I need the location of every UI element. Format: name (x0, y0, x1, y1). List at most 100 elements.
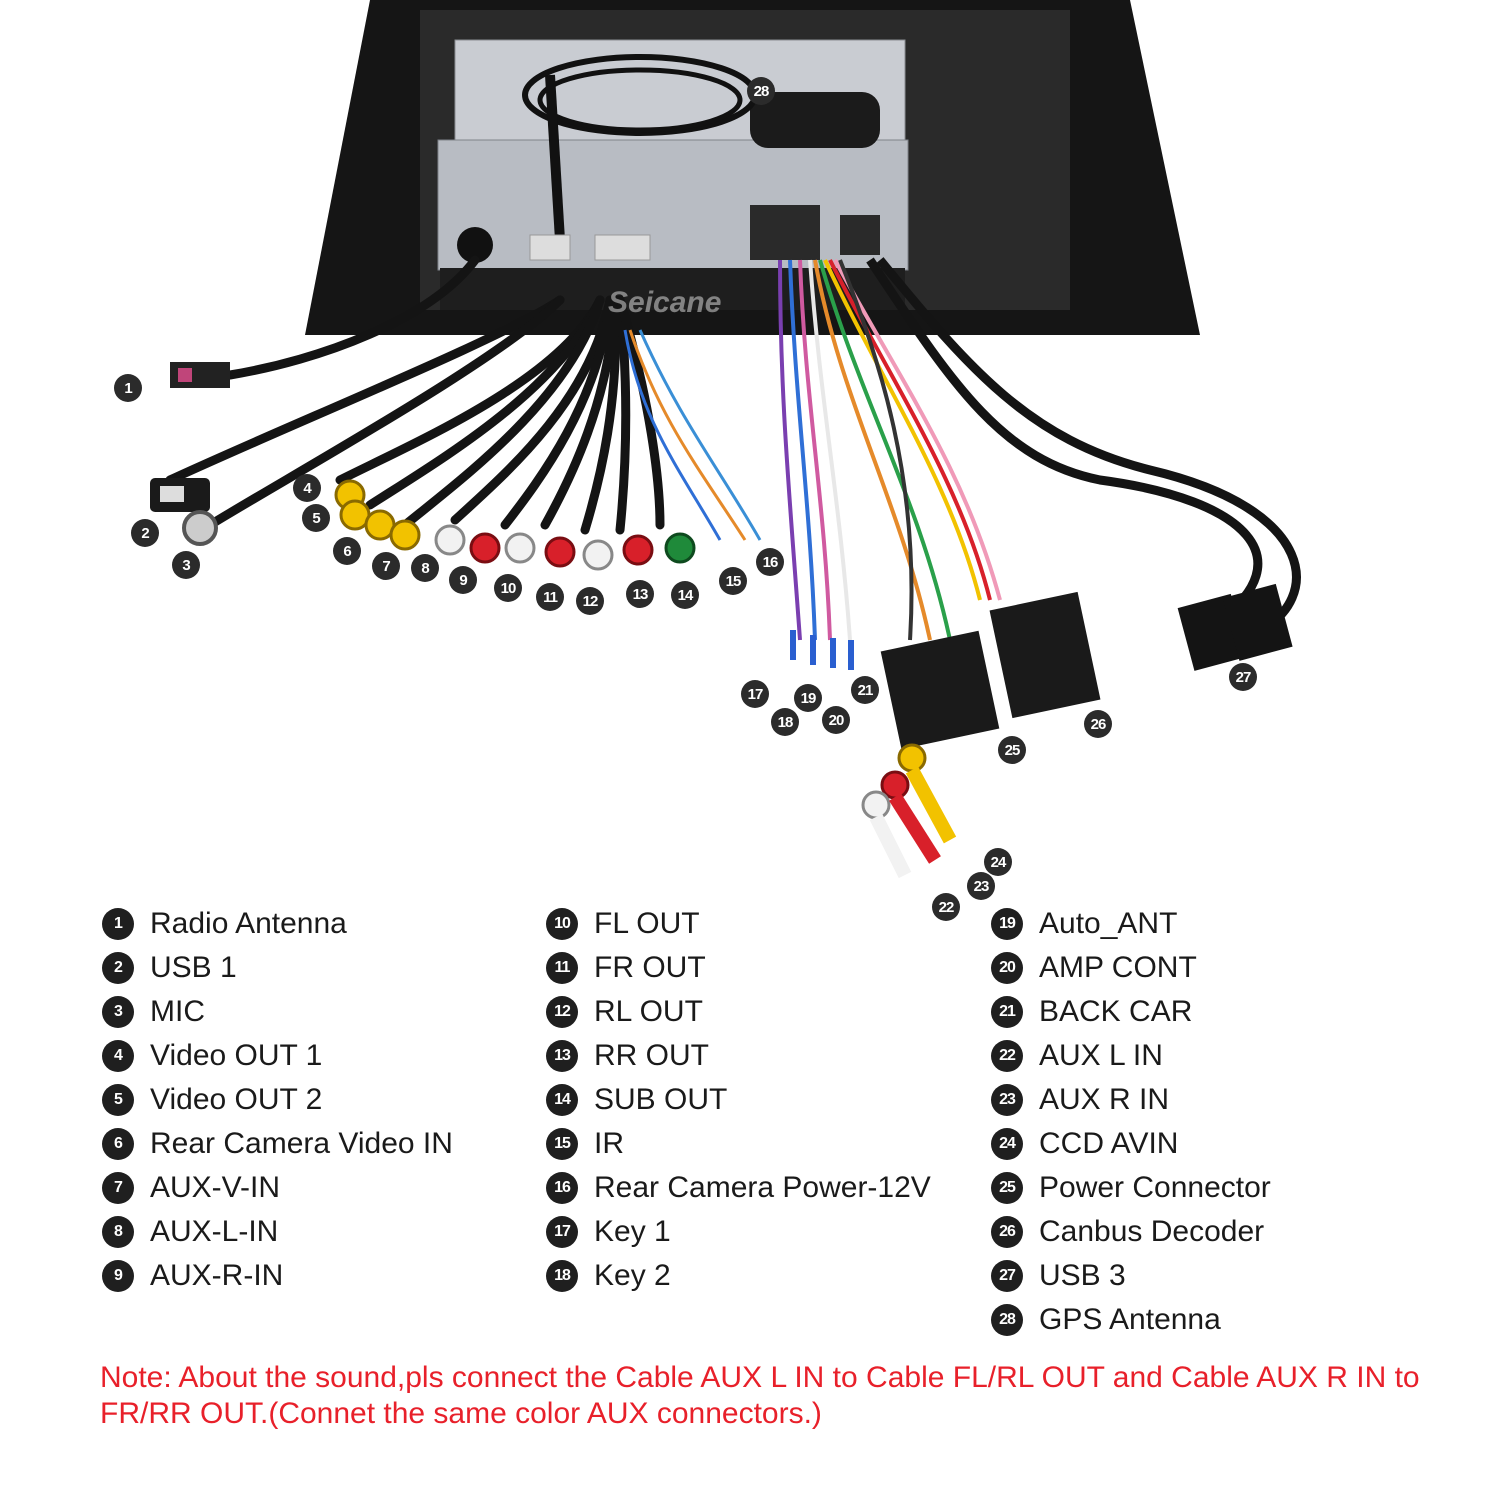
legend-number: 7 (102, 1172, 134, 1204)
legend-label: Key 1 (594, 1215, 671, 1248)
callout-7: 7 (372, 552, 400, 580)
wiring-illustration (150, 0, 1301, 879)
legend-number: 18 (546, 1260, 578, 1292)
legend-number: 19 (991, 908, 1023, 940)
legend-label: IR (594, 1127, 624, 1160)
legend-number: 8 (102, 1216, 134, 1248)
legend-number: 23 (991, 1084, 1023, 1116)
legend-label: Radio Antenna (150, 907, 347, 940)
legend-item: 8 AUX-L-IN (102, 1210, 453, 1254)
callout-12: 12 (576, 587, 604, 615)
callout-18: 18 (771, 708, 799, 736)
legend-number: 16 (546, 1172, 578, 1204)
callout-22: 22 (932, 893, 960, 921)
legend-number: 5 (102, 1084, 134, 1116)
small-connector-b (594, 234, 651, 261)
legend-label: MIC (150, 995, 205, 1028)
legend-label: USB 3 (1039, 1259, 1126, 1292)
callout-16: 16 (756, 548, 784, 576)
legend-label: AUX R IN (1039, 1083, 1170, 1116)
legend-label: AUX L IN (1039, 1039, 1163, 1072)
callout-9: 9 (449, 566, 477, 594)
callout-19: 19 (794, 684, 822, 712)
callout-17: 17 (741, 680, 769, 708)
legend-item: 1 Radio Antenna (102, 902, 453, 946)
rca-connectors-right (861, 743, 957, 879)
callout-27: 27 (1229, 663, 1257, 691)
callout-15: 15 (719, 567, 747, 595)
legend-number: 20 (991, 952, 1023, 984)
legend-number: 12 (546, 996, 578, 1028)
legend-label: RL OUT (594, 995, 703, 1028)
usb-socket (840, 215, 880, 255)
right-wire-harness (778, 259, 1002, 641)
callout-10: 10 (494, 574, 522, 602)
chassis-rear (437, 139, 909, 271)
legend-label: RR OUT (594, 1039, 709, 1072)
legend-number: 1 (102, 908, 134, 940)
legend-label: Video OUT 2 (150, 1083, 323, 1116)
legend-label: AUX-L-IN (150, 1215, 279, 1248)
legend-item: 7 AUX-V-IN (102, 1166, 453, 1210)
gps-antenna-puck (750, 92, 880, 148)
legend-label: BACK CAR (1039, 995, 1193, 1028)
legend-number: 28 (991, 1304, 1023, 1336)
legend-number: 24 (991, 1128, 1023, 1160)
callout-24: 24 (984, 848, 1012, 876)
legend-item: 17 Key 1 (546, 1210, 931, 1254)
callout-6: 6 (333, 537, 361, 565)
callout-23: 23 (967, 872, 995, 900)
legend-item: 15 IR (546, 1122, 931, 1166)
legend-label: SUB OUT (594, 1083, 728, 1116)
callout-2: 2 (131, 519, 159, 547)
callout-3: 3 (172, 551, 200, 579)
callout-21: 21 (851, 676, 879, 704)
legend-number: 11 (546, 952, 578, 984)
blue-pin-terminals (790, 630, 854, 670)
legend-label: Key 2 (594, 1259, 671, 1292)
legend-item: 12 RL OUT (546, 990, 931, 1034)
antenna-socket (457, 227, 493, 263)
legend-number: 15 (546, 1128, 578, 1160)
legend-item: 19 Auto_ANT (991, 902, 1271, 946)
callout-28: 28 (747, 77, 775, 105)
legend-number: 22 (991, 1040, 1023, 1072)
legend-number: 17 (546, 1216, 578, 1248)
canbus-decoder (989, 591, 1101, 719)
legend-number: 4 (102, 1040, 134, 1072)
legend-item: 4 Video OUT 1 (102, 1034, 453, 1078)
callout-11: 11 (536, 583, 564, 611)
mic-jack (182, 510, 218, 546)
power-connector (880, 630, 1000, 750)
legend-label: Power Connector (1039, 1171, 1271, 1204)
legend-item: 18 Key 2 (546, 1254, 931, 1298)
legend-item: 22 AUX L IN (991, 1034, 1271, 1078)
legend-number: 9 (102, 1260, 134, 1292)
legend-label: AUX-V-IN (150, 1171, 281, 1204)
legend-item: 21 BACK CAR (991, 990, 1271, 1034)
legend-label: Video OUT 1 (150, 1039, 323, 1072)
small-connector-a (529, 234, 571, 261)
callout-1: 1 (114, 374, 142, 402)
callout-5: 5 (302, 504, 330, 532)
legend-label: Auto_ANT (1039, 907, 1178, 940)
legend-number: 21 (991, 996, 1023, 1028)
legend-label: AUX-R-IN (150, 1259, 284, 1292)
callout-25: 25 (998, 736, 1026, 764)
left-cable-bundle (165, 255, 665, 535)
legend-label: Rear Camera Video IN (150, 1127, 453, 1160)
legend-number: 13 (546, 1040, 578, 1072)
callout-13: 13 (626, 580, 654, 608)
callout-14: 14 (671, 581, 699, 609)
legend-number: 27 (991, 1260, 1023, 1292)
